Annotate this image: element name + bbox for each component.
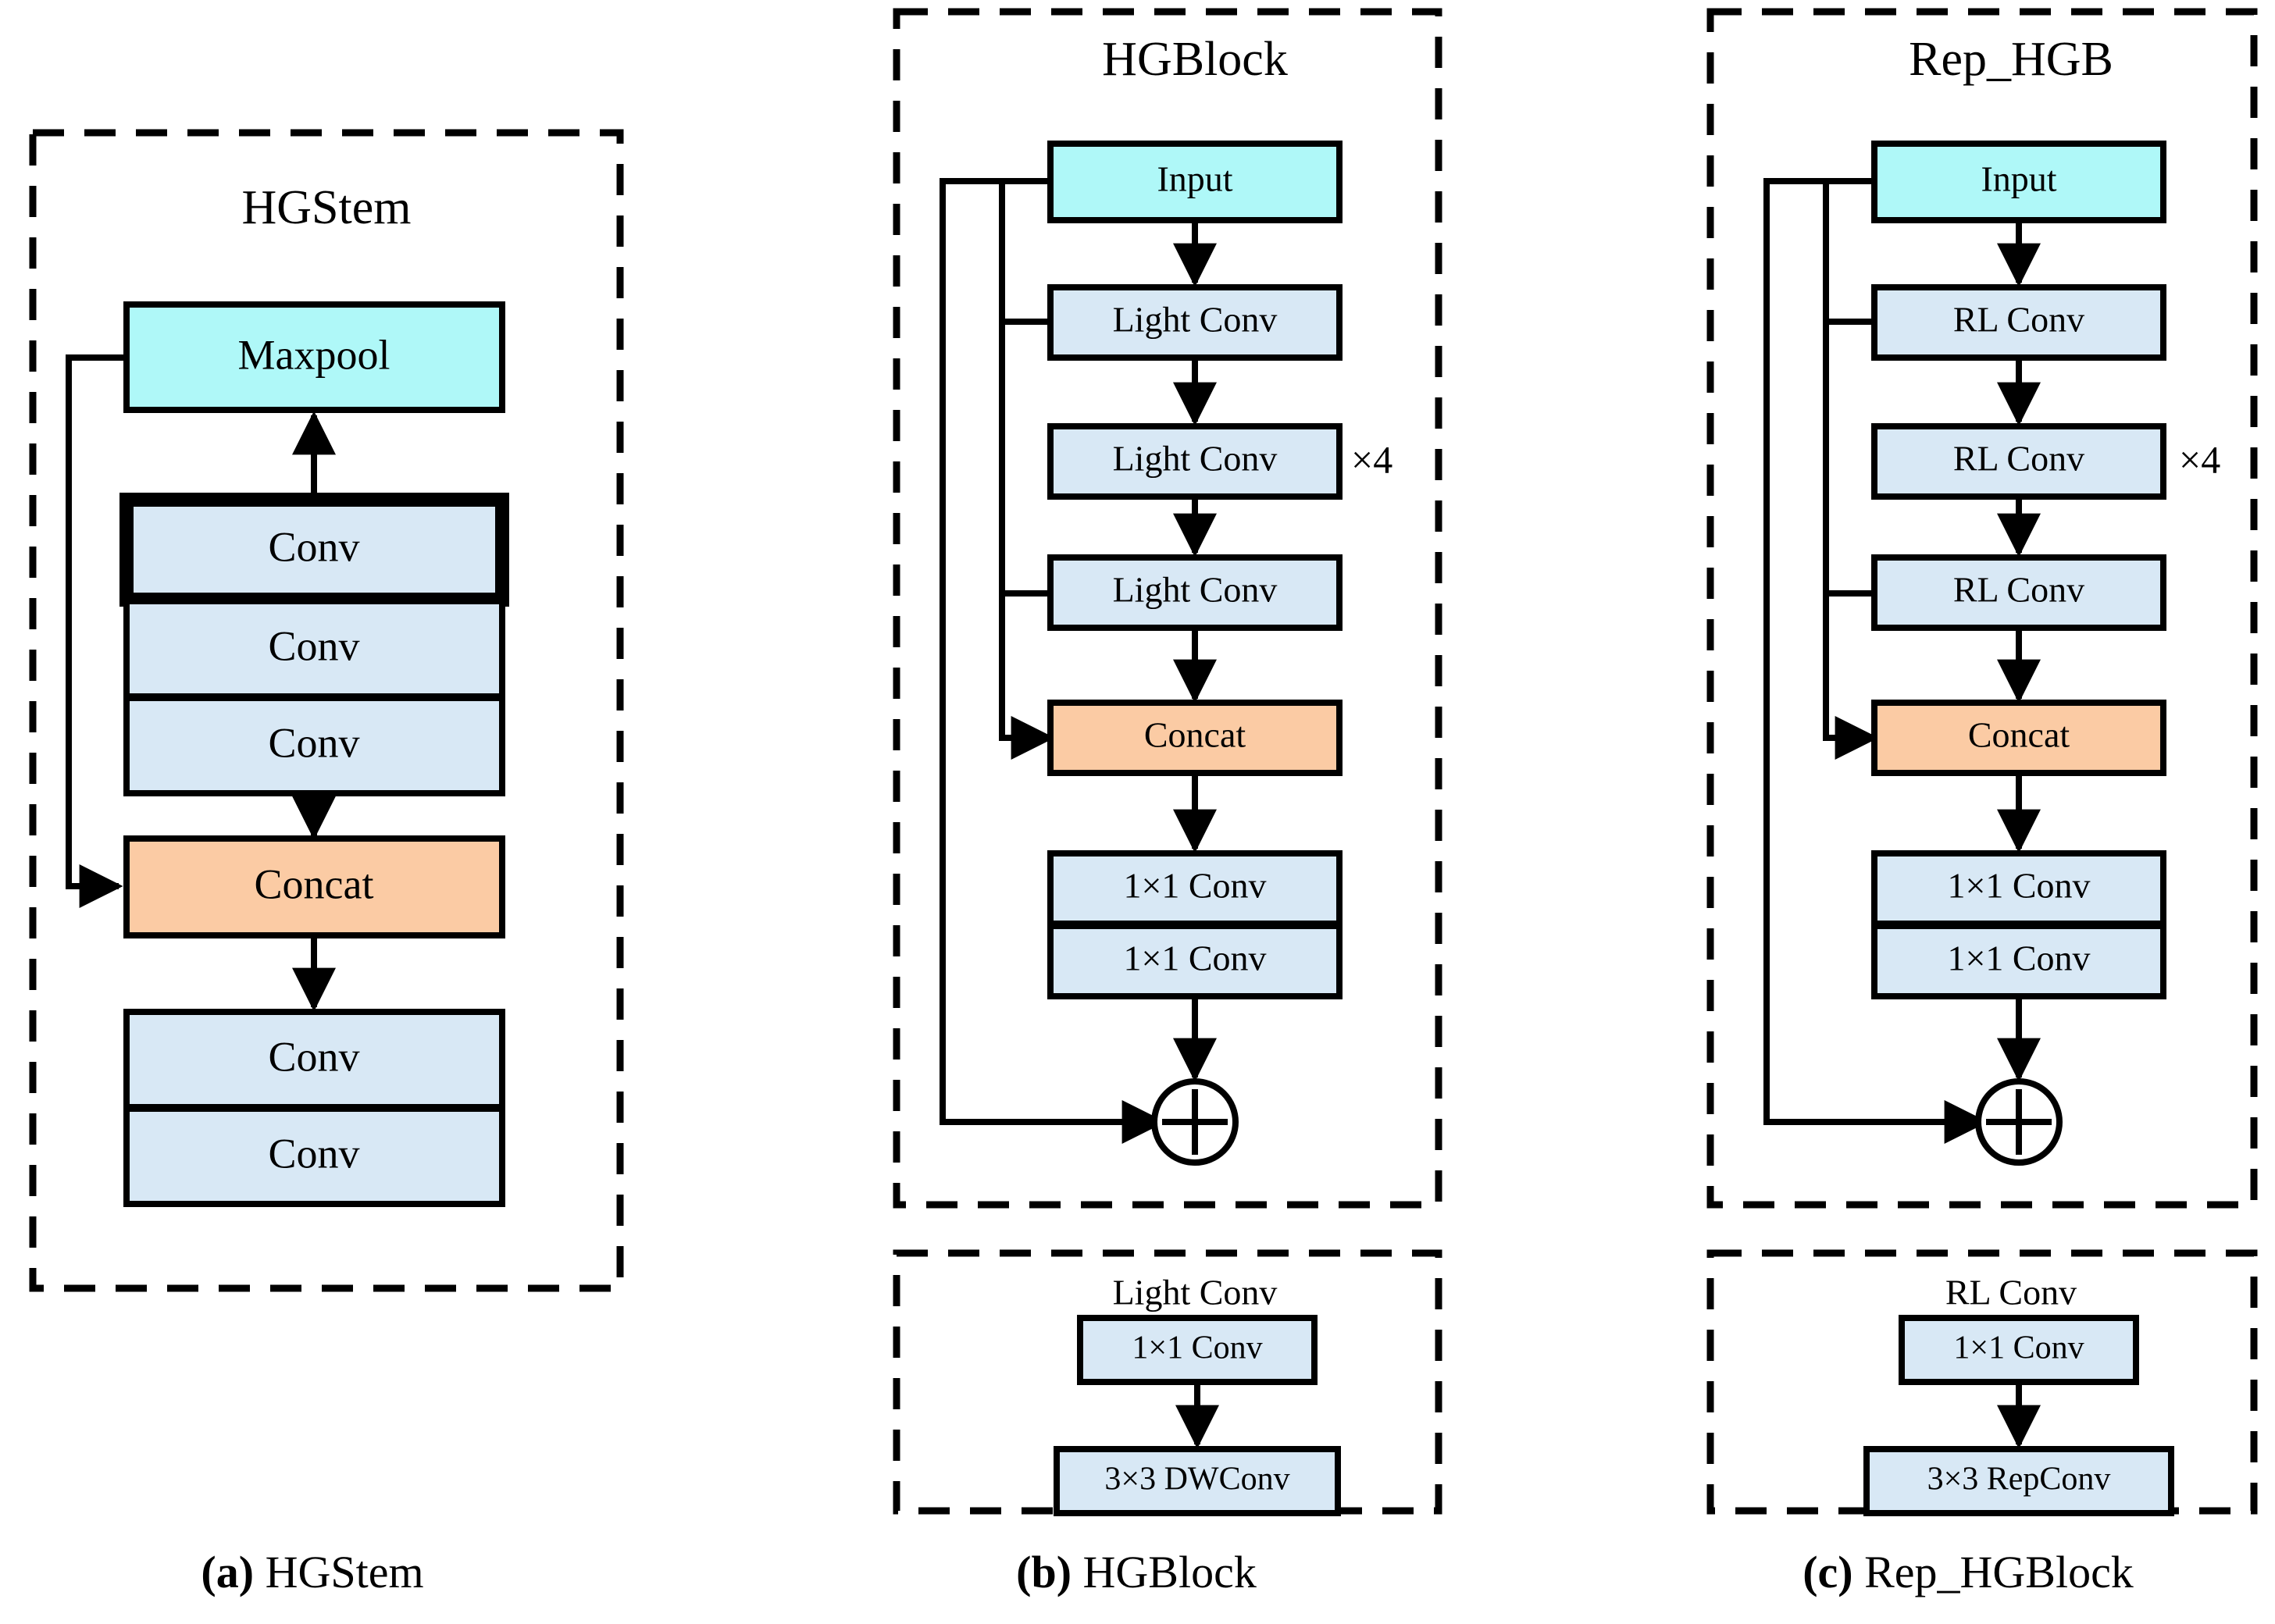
panel-c-block-rlconv-1[interactable] <box>1871 284 2166 361</box>
panel-a-block-conv-4[interactable] <box>123 1009 505 1110</box>
panel-a-skip-connection <box>66 354 127 908</box>
panel-hgblock: HGBlock Input Light Conv Light Conv ×4 L… <box>893 8 1442 1516</box>
caption-c-text: Rep_HGBlock <box>1853 1547 2134 1597</box>
panel-a-block-conv-bold-label: Conv <box>268 523 359 570</box>
panel-b-sub-block-conv1x1-label: 1×1 Conv <box>1132 1330 1262 1366</box>
panel-hgstem: HGStem Maxpool Conv Conv Conv Concat Con… <box>29 129 624 1292</box>
panel-c-add-operator <box>1975 1078 2063 1166</box>
panel-c-repeat-label: ×4 <box>2179 437 2220 481</box>
panel-a-block-concat-label: Concat <box>255 860 374 907</box>
panel-a-title: HGStem <box>242 181 412 234</box>
panel-b-add-operator <box>1151 1078 1239 1166</box>
panel-a-block-conv-2[interactable] <box>123 598 505 700</box>
panel-b-block-input-label: Input <box>1157 159 1232 199</box>
panel-b-block-lightconv-1-label: Light Conv <box>1113 300 1278 340</box>
panel-c-block-rlconv-1-label: RL Conv <box>1953 300 2084 340</box>
panel-c-title: Rep_HGB <box>1909 33 2113 86</box>
caption-a-letter: (a) <box>201 1547 254 1597</box>
panel-b-sub-block-dwconv-label: 3×3 DWConv <box>1104 1462 1289 1498</box>
panel-b-sub-block-dwconv[interactable] <box>1054 1446 1341 1516</box>
panel-c-block-conv1x1-b-label: 1×1 Conv <box>1947 938 2090 978</box>
panel-a-block-conv-3-label: Conv <box>268 719 359 766</box>
panel-c-sub-block-conv1x1[interactable] <box>1899 1315 2139 1385</box>
panel-b-block-lightconv-3-label: Light Conv <box>1113 570 1278 610</box>
panel-c-dashed-border <box>1706 8 2258 1209</box>
panel-b-sub-dashed-border <box>893 1249 1442 1515</box>
panel-b-dashed-border <box>893 8 1442 1209</box>
figure-captions: (a) HGStem (b) HGBlock (c) Rep_HGBlock <box>201 1547 2133 1597</box>
panel-c-sub-block-repconv[interactable] <box>1863 1446 2174 1516</box>
panel-c-block-concat-label: Concat <box>1968 715 2070 755</box>
panel-b-sub-block-conv1x1[interactable] <box>1077 1315 1318 1385</box>
panel-c-block-input-label: Input <box>1981 159 2056 199</box>
panel-c-block-input[interactable] <box>1871 141 2166 223</box>
caption-panel-c: (c) Rep_HGBlock <box>1803 1547 2134 1597</box>
panel-b-block-concat[interactable] <box>1047 700 1343 776</box>
caption-c-letter: (c) <box>1803 1547 1852 1597</box>
panel-c-residual-connection <box>1763 178 1988 1144</box>
caption-b-letter: (b) <box>1016 1547 1072 1597</box>
panel-b-concat-feeder-trunk <box>999 178 1055 760</box>
caption-panel-b: (b) HGBlock <box>1016 1547 1257 1597</box>
panel-b-block-lightconv-2[interactable] <box>1047 423 1343 500</box>
panel-c-block-rlconv-3-label: RL Conv <box>1953 570 2084 610</box>
panel-rep-hgblock: Rep_HGB Input RL Conv RL Conv ×4 RL Conv… <box>1706 8 2258 1516</box>
panel-b-block-conv1x1-b[interactable] <box>1047 923 1343 999</box>
panel-b-block-conv1x1-b-label: 1×1 Conv <box>1123 938 1266 978</box>
panel-b-title: HGBlock <box>1102 33 1288 86</box>
panel-a-block-conv-5-label: Conv <box>268 1130 359 1177</box>
panel-b-block-lightconv-2-label: Light Conv <box>1113 439 1278 479</box>
panel-b-block-concat-label: Concat <box>1144 715 1246 755</box>
panel-b-repeat-label: ×4 <box>1351 437 1392 481</box>
panel-a-block-conv-5[interactable] <box>123 1106 505 1207</box>
panel-c-sub-block-repconv-label: 3×3 RepConv <box>1927 1462 2111 1498</box>
panel-a-block-maxpool[interactable] <box>123 301 505 413</box>
panel-c-sub-dashed-border <box>1706 1249 2258 1515</box>
panel-c-concat-feeder-trunk <box>1823 178 1879 760</box>
panel-b-residual-connection <box>940 178 1166 1144</box>
panel-b-sub-title: Light Conv <box>1113 1273 1278 1312</box>
caption-b-text: HGBlock <box>1072 1547 1257 1597</box>
panel-a-block-conv-2-label: Conv <box>268 622 359 669</box>
panel-a-block-conv-3[interactable] <box>123 695 505 796</box>
panel-c-block-rlconv-2-label: RL Conv <box>1953 439 2084 479</box>
panel-c-sub-title: RL Conv <box>1945 1273 2077 1312</box>
panel-a-block-conv-4-label: Conv <box>268 1033 359 1080</box>
caption-panel-a: (a) HGStem <box>201 1547 423 1597</box>
panel-a-dashed-border <box>29 129 624 1292</box>
panel-c-block-conv1x1-a-label: 1×1 Conv <box>1947 866 2090 906</box>
panel-b-block-input[interactable] <box>1047 141 1343 223</box>
panel-c-sub-block-conv1x1-label: 1×1 Conv <box>1953 1330 2084 1366</box>
panel-a-block-maxpool-label: Maxpool <box>238 331 390 378</box>
panel-a-block-conv-bold[interactable] <box>119 493 509 607</box>
panel-b-block-conv1x1-a-label: 1×1 Conv <box>1123 866 1266 906</box>
caption-a-text: HGStem <box>254 1547 424 1597</box>
